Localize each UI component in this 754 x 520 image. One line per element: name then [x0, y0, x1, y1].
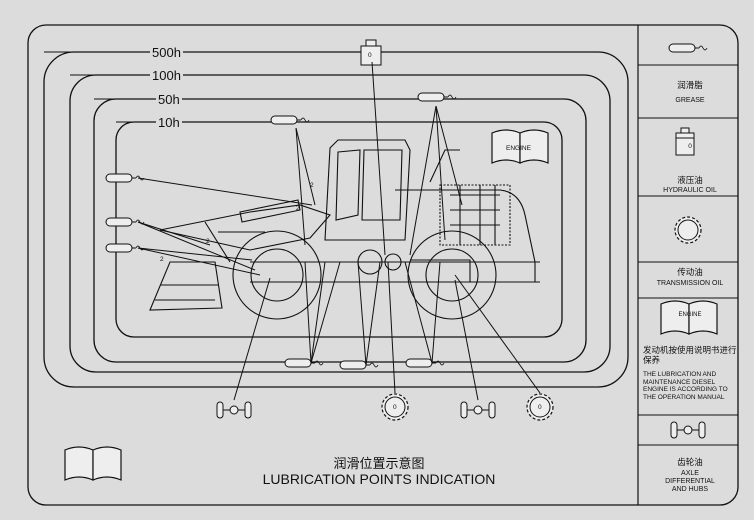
point-count-label: 2 — [206, 238, 210, 245]
legend-engine-en: THE LUBRICATION AND MAINTENANCE DIESEL E… — [643, 371, 728, 401]
wheel-loader — [149, 139, 540, 320]
diagram-gear-mark-2: 0 — [538, 404, 542, 411]
interval-10h: 10h — [156, 115, 182, 130]
diagram-tank-mark: 0 — [368, 52, 372, 59]
rear-axle-point — [460, 401, 496, 419]
interval-label-lines — [44, 51, 150, 123]
legend-hydraulic-zh: 液压油 — [677, 175, 703, 185]
point-count-label: 2 — [310, 182, 314, 189]
interval-rings — [43, 51, 629, 388]
gear-icon — [674, 216, 702, 244]
legend-engine-zh: 发动机按使用说明书进行保养 — [643, 345, 737, 365]
outer-frame — [27, 24, 739, 506]
hydraulic-tank-icon — [675, 127, 695, 156]
legend-separators — [638, 64, 738, 446]
interval-500h: 500h — [150, 45, 183, 60]
diagram-gear-mark-1: 0 — [393, 404, 397, 411]
manual-book-icon — [64, 446, 122, 481]
leader-lines — [137, 61, 541, 401]
title-en: LUBRICATION POINTS INDICATION — [262, 471, 496, 487]
point-count-label: 2 — [160, 256, 164, 263]
legend-grease-zh: 润滑脂 — [677, 80, 703, 90]
hydraulic-point — [360, 39, 382, 66]
interval-100h: 100h — [150, 68, 183, 83]
legend-engine-badge: ENGINE — [678, 312, 702, 318]
front-axle-point — [216, 401, 252, 419]
diagram-engine-badge: ENGINE — [506, 145, 531, 152]
legend-tank-mark: 0 — [688, 143, 692, 150]
title-zh: 润滑位置示意图 — [333, 456, 425, 471]
legend-axle-zh: 齿轮油 — [677, 457, 703, 467]
legend-grease-en: GREASE — [675, 97, 705, 104]
legend-hydraulic-en: HYDRAULIC OIL — [663, 187, 717, 194]
legend-transmission-zh: 传动油 — [677, 267, 703, 277]
interval-50h: 50h — [156, 92, 182, 107]
point-count-label: 2 — [296, 205, 300, 212]
axle-icon — [670, 421, 706, 439]
legend-axle-en: AXLE DIFFERENTIAL AND HUBS — [665, 470, 715, 493]
legend-transmission-en: TRANSMISSION OIL — [656, 280, 724, 287]
grease-gun-icon — [668, 43, 708, 53]
